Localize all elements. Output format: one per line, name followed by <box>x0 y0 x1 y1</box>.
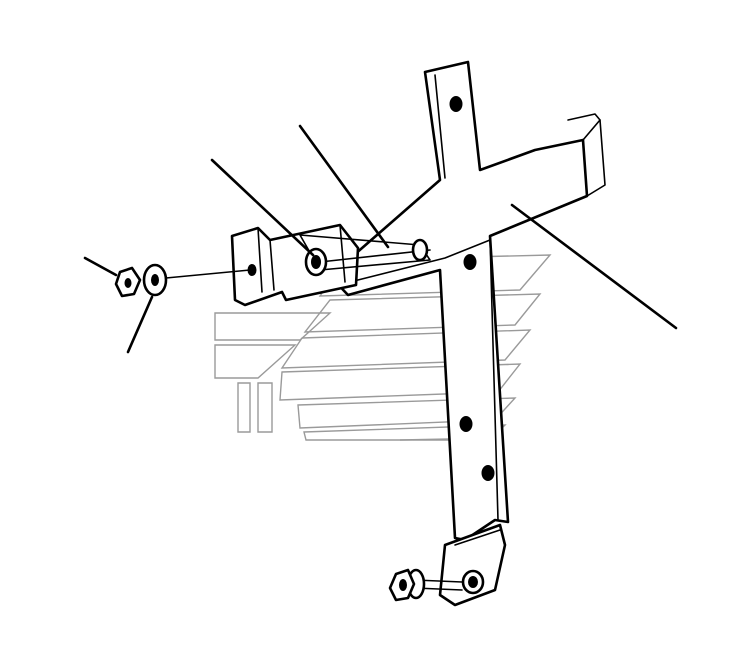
bracket-hole-lower <box>481 465 495 481</box>
side-bracket-hole <box>247 264 257 276</box>
side-mount-bracket <box>230 223 431 307</box>
leader-main-bracket <box>510 203 678 330</box>
main-bracket <box>328 60 606 542</box>
bracket-hole-middle <box>459 416 473 432</box>
leader-nut-left <box>83 256 118 277</box>
nut-left <box>114 266 142 298</box>
leader-washer-left <box>126 295 154 354</box>
nut-bottom <box>388 568 416 602</box>
leader-bolt-top <box>210 158 315 257</box>
bracket-hole-center <box>463 254 477 270</box>
bolt-top <box>304 238 429 277</box>
leader-lines <box>83 124 678 354</box>
washer-left <box>142 263 251 297</box>
leader-side-bracket <box>298 124 390 249</box>
bracket-foot <box>438 523 507 607</box>
bracket-hole-top <box>449 96 463 112</box>
